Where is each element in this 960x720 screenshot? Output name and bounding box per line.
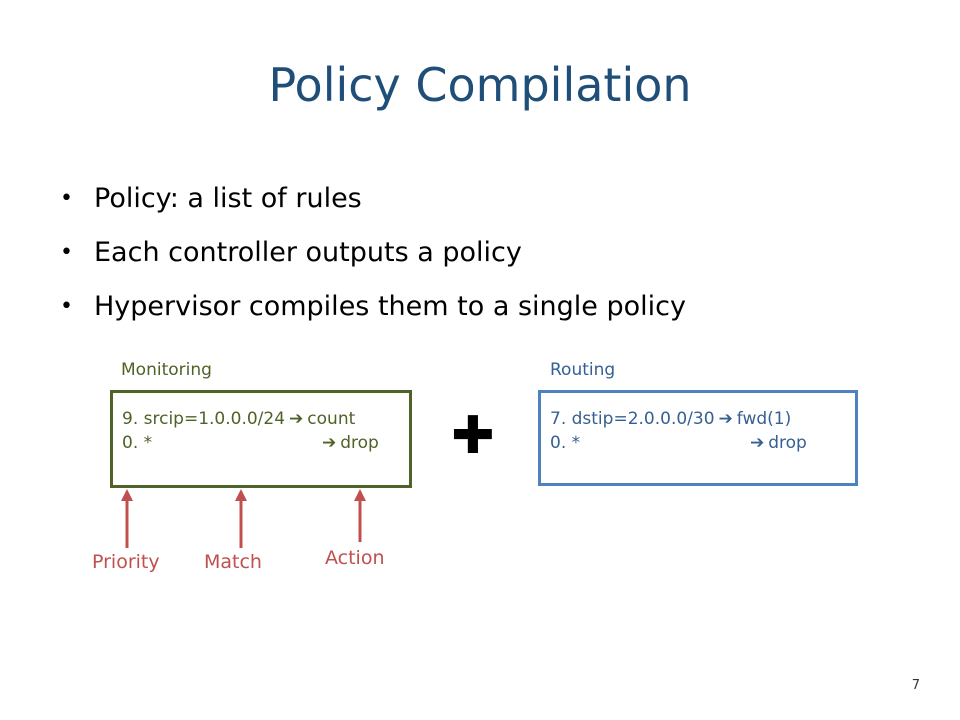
- bullet-icon: •: [60, 294, 73, 319]
- right-arrow-icon: ➔: [322, 433, 337, 453]
- rule-match: 7. dstip=2.0.0.0/30: [550, 409, 715, 429]
- rule-match: 0. *: [550, 433, 581, 453]
- right-arrow-icon: ➔: [289, 409, 304, 429]
- monitoring-rule: 0. * ➔drop: [122, 431, 409, 455]
- bullet-text: Each controller outputs a policy: [94, 237, 522, 268]
- routing-rule: 0. * ➔drop: [550, 431, 855, 455]
- action-label: Action: [325, 547, 385, 569]
- routing-label: Routing: [550, 360, 616, 380]
- priority-label: Priority: [92, 551, 160, 573]
- bullet-icon: •: [60, 186, 73, 211]
- slide-title: Policy Compilation: [268, 58, 692, 112]
- bullet-list: • Policy: a list of rules • Each controlle…: [60, 176, 686, 338]
- rule-action: count: [307, 409, 356, 429]
- monitoring-policy-box: 9. srcip=1.0.0.0/24➔count 0. * ➔drop: [110, 390, 412, 488]
- routing-policy-box: 7. dstip=2.0.0.0/30➔fwd(1) 0. * ➔drop: [538, 390, 858, 486]
- page-number: 7: [911, 678, 920, 693]
- bullet-text: Hypervisor compiles them to a single pol…: [94, 291, 686, 322]
- monitoring-label: Monitoring: [121, 360, 212, 380]
- rule-action: fwd(1): [736, 409, 792, 429]
- priority-arrow-icon: [121, 489, 133, 548]
- bullet-text: Policy: a list of rules: [94, 183, 362, 214]
- bullet-item: • Each controller outputs a policy: [60, 230, 686, 284]
- rule-action: drop: [340, 433, 379, 453]
- bullet-icon: •: [60, 240, 73, 265]
- match-arrow-icon: [235, 489, 247, 548]
- rule-action-group: ➔drop: [746, 431, 807, 455]
- rule-action-group: ➔drop: [318, 431, 379, 455]
- routing-rule: 7. dstip=2.0.0.0/30➔fwd(1): [550, 407, 855, 431]
- rule-action: drop: [768, 433, 807, 453]
- match-label: Match: [204, 551, 262, 573]
- right-arrow-icon: ➔: [718, 409, 733, 429]
- bullet-item: • Hypervisor compiles them to a single po…: [60, 284, 686, 338]
- rule-match: 0. *: [122, 433, 153, 453]
- monitoring-rule: 9. srcip=1.0.0.0/24➔count: [122, 407, 409, 431]
- bullet-item: • Policy: a list of rules: [60, 176, 686, 230]
- action-arrow-icon: [354, 489, 366, 542]
- plus-icon: ✚: [451, 406, 495, 466]
- right-arrow-icon: ➔: [750, 433, 765, 453]
- rule-match: 9. srcip=1.0.0.0/24: [122, 409, 286, 429]
